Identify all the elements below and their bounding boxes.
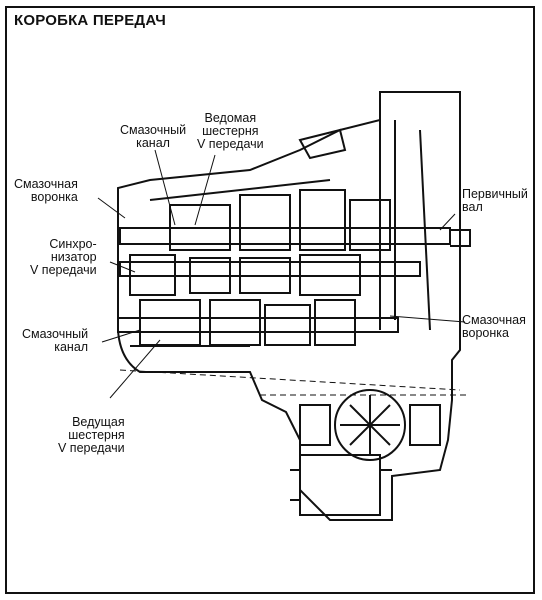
lower-extension	[299, 454, 381, 516]
figure-frame	[5, 6, 535, 594]
middle-shaft	[119, 261, 421, 277]
gear-lower-1	[139, 299, 201, 346]
gear-lower-3	[264, 304, 311, 346]
differential-bearing-right	[409, 404, 441, 446]
bell-housing	[379, 92, 431, 331]
leader-input-shaft	[439, 213, 456, 231]
leader-lube-channel-bottom	[101, 329, 141, 343]
lower-flange	[290, 469, 392, 501]
label-drive-gear: Ведущая шестерня V передачи	[58, 415, 125, 455]
gear-upper-2	[239, 194, 291, 251]
leader-driven-gear	[194, 154, 216, 226]
label-driven-gear: Ведомая шестерня V передачи	[197, 111, 264, 151]
oil-line-upper	[149, 179, 331, 201]
leader-lube-channel-top	[154, 149, 176, 226]
input-shaft-end	[450, 229, 471, 247]
label-lube-channel-bottom: Смазочный канал	[22, 327, 89, 354]
gear-mid-1	[129, 254, 176, 296]
differential-gears	[340, 395, 400, 455]
label-input-shaft: Первичный вал	[462, 187, 528, 214]
leader-lube-funnel-right	[389, 315, 466, 323]
gear-lower-4	[314, 299, 356, 346]
label-lube-funnel-right: Смазочная воронка	[462, 313, 526, 340]
gear-upper-3	[299, 189, 346, 251]
upper-shaft	[119, 227, 451, 245]
gear-mid-2	[189, 257, 231, 294]
differential-bearing-left	[299, 404, 331, 446]
lower-shaft	[117, 317, 399, 333]
label-lube-funnel-left: Смазочная воронка	[14, 177, 78, 204]
gear-mid-4	[299, 254, 361, 296]
figure-title: КОРОБКА ПЕРЕДАЧ	[14, 12, 166, 29]
label-lube-channel-top: Смазочный канал	[120, 123, 187, 150]
leader-lube-funnel-left	[97, 197, 126, 219]
gear-mid-3	[239, 257, 291, 294]
label-synchronizer: Синхро- низатор V передачи	[30, 237, 97, 277]
leader-synchronizer	[109, 261, 136, 273]
differential-case	[334, 389, 406, 461]
gear-lower-2	[209, 299, 261, 346]
top-bracket	[298, 128, 347, 160]
leader-drive-gear	[109, 339, 161, 399]
gear-upper-4	[349, 199, 391, 251]
gear-upper-1	[169, 204, 231, 251]
center-line	[119, 369, 461, 391]
